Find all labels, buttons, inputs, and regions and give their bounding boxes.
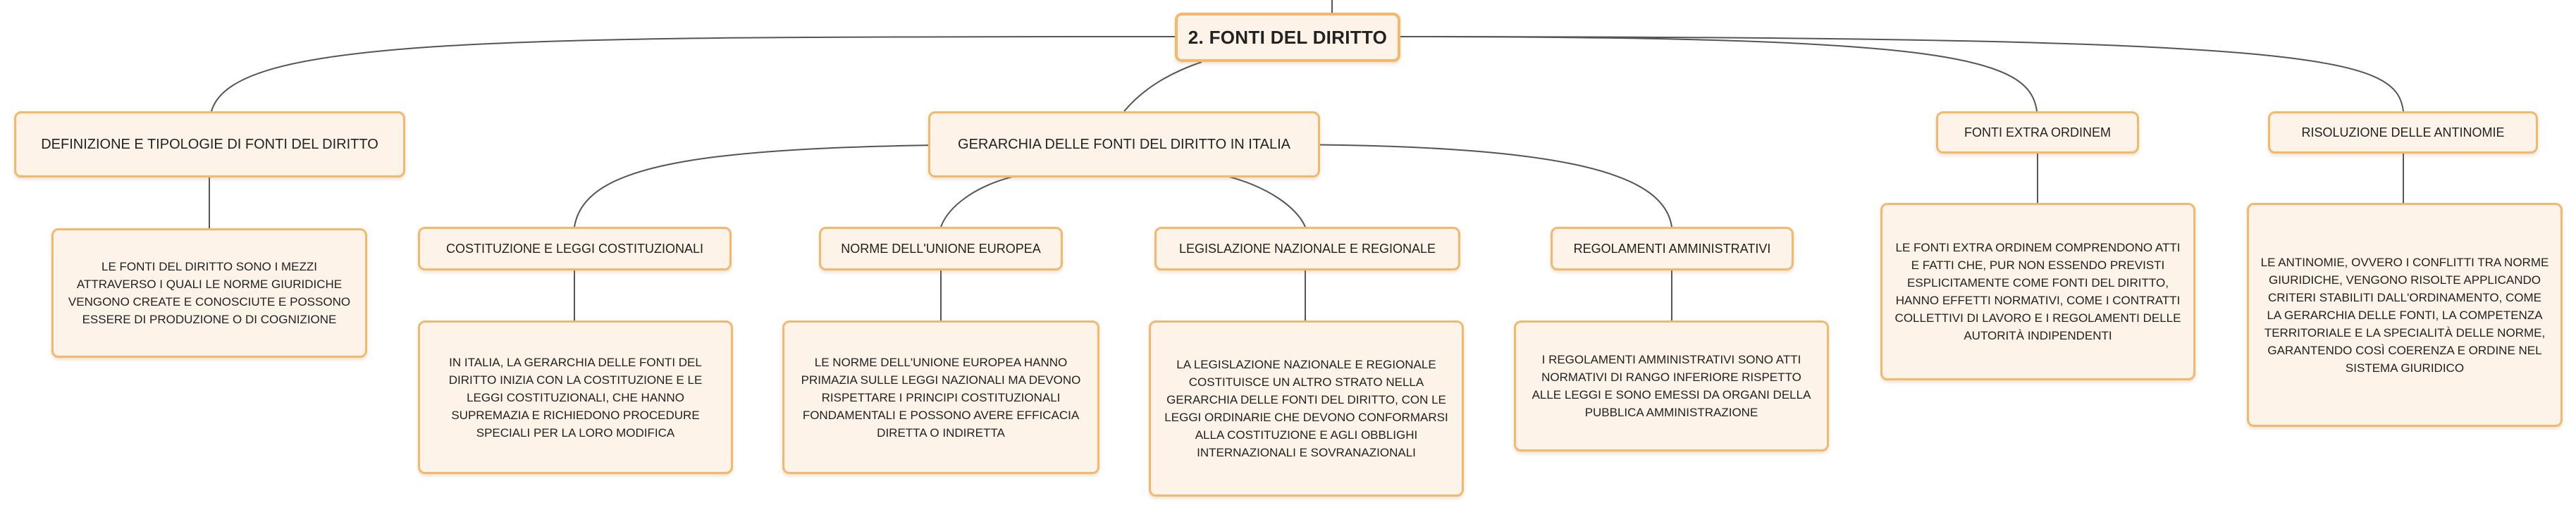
desc-legislazione-text: LA LEGISLAZIONE NAZIONALE E REGIONALE CO…	[1164, 358, 1448, 459]
desc-ue-text: LE NORME DELL'UNIONE EUROPEA HANNO PRIMA…	[801, 355, 1081, 440]
desc-extra[interactable]: LE FONTI EXTRA ORDINEM COMPRENDONO ATTI …	[1880, 203, 2195, 380]
connector-gerarchia-costituzione	[574, 144, 1040, 228]
sub-ue-label: NORME DELL'UNIONE EUROPEA	[841, 242, 1041, 256]
desc-regolamenti-text: I REGOLAMENTI AMMINISTRATIVI SONO ATTI N…	[1532, 353, 1811, 419]
topic-gerarchia-label: GERARCHIA DELLE FONTI DEL DIRITTO IN ITA…	[958, 137, 1290, 152]
desc-legislazione[interactable]: LA LEGISLAZIONE NAZIONALE E REGIONALE CO…	[1149, 321, 1464, 497]
connector-gerarchia-regolamenti	[1264, 144, 1672, 228]
connector-root-antinomie	[1398, 36, 2404, 112]
connector-root-extra	[1398, 36, 2038, 112]
sub-costituzione[interactable]: COSTITUZIONE E LEGGI COSTITUZIONALI	[418, 227, 732, 270]
connector-root-gerarchia	[1123, 61, 1202, 112]
topic-gerarchia[interactable]: GERARCHIA DELLE FONTI DEL DIRITTO IN ITA…	[928, 111, 1320, 178]
desc-ue[interactable]: LE NORME DELL'UNIONE EUROPEA HANNO PRIMA…	[782, 321, 1099, 474]
desc-extra-text: LE FONTI EXTRA ORDINEM COMPRENDONO ATTI …	[1894, 241, 2181, 342]
desc-costituzione-text: IN ITALIA, LA GERARCHIA DELLE FONTI DEL …	[448, 355, 703, 440]
sub-ue[interactable]: NORME DELL'UNIONE EUROPEA	[819, 227, 1063, 270]
root-node[interactable]: 2. FONTI DEL DIRITTO	[1175, 13, 1400, 62]
sub-legislazione[interactable]: LEGISLAZIONE NAZIONALE E REGIONALE	[1154, 227, 1460, 270]
connector-gerarchia-ue	[940, 175, 1016, 228]
desc-definizione[interactable]: LE FONTI DEL DIRITTO SONO I MEZZI ATTRAV…	[51, 228, 367, 358]
desc-definizione-text: LE FONTI DEL DIRITTO SONO I MEZZI ATTRAV…	[68, 260, 351, 326]
connector-root-definizione	[211, 36, 1178, 112]
desc-regolamenti[interactable]: I REGOLAMENTI AMMINISTRATIVI SONO ATTI N…	[1514, 321, 1829, 452]
topic-extra[interactable]: FONTI EXTRA ORDINEM	[1936, 111, 2139, 154]
topic-antinomie[interactable]: RISOLUZIONE DELLE ANTINOMIE	[2268, 111, 2538, 154]
sub-legislazione-label: LEGISLAZIONE NAZIONALE E REGIONALE	[1178, 242, 1436, 256]
sub-regolamenti-label: REGOLAMENTI AMMINISTRATIVI	[1573, 242, 1771, 256]
topic-extra-label: FONTI EXTRA ORDINEM	[1964, 125, 2111, 139]
root-title: 2. FONTI DEL DIRITTO	[1188, 26, 1388, 48]
topic-definizione-label: DEFINIZIONE E TIPOLOGIE DI FONTI DEL DIR…	[41, 137, 378, 152]
connector-gerarchia-legislazione	[1226, 175, 1306, 228]
sub-regolamenti[interactable]: REGOLAMENTI AMMINISTRATIVI	[1551, 227, 1794, 270]
desc-antinomie[interactable]: LE ANTINOMIE, OVVERO I CONFLITTI TRA NOR…	[2247, 203, 2563, 427]
topic-antinomie-label: RISOLUZIONE DELLE ANTINOMIE	[2301, 125, 2505, 139]
desc-antinomie-text: LE ANTINOMIE, OVVERO I CONFLITTI TRA NOR…	[2260, 255, 2549, 375]
sub-costituzione-label: COSTITUZIONE E LEGGI COSTITUZIONALI	[445, 242, 704, 256]
topic-definizione[interactable]: DEFINIZIONE E TIPOLOGIE DI FONTI DEL DIR…	[14, 111, 405, 178]
desc-costituzione[interactable]: IN ITALIA, LA GERARCHIA DELLE FONTI DEL …	[418, 321, 733, 474]
